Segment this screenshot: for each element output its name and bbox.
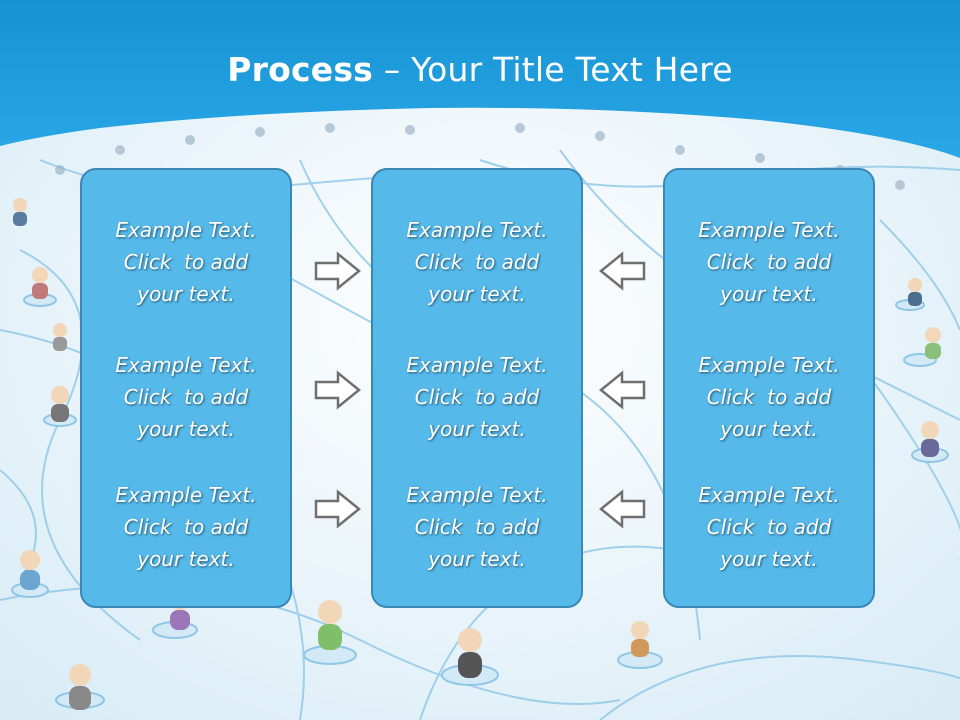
text-line: your text. <box>137 282 235 306</box>
text-line: Click to add <box>706 250 832 274</box>
text-line: your text. <box>720 282 818 306</box>
text-placeholder[interactable]: Example Text. Click to add your text. <box>665 479 873 575</box>
text-line: Example Text. <box>115 218 257 242</box>
text-line: Example Text. <box>698 353 840 377</box>
text-placeholder[interactable]: Example Text. Click to add your text. <box>373 349 581 445</box>
text-line: your text. <box>428 547 526 571</box>
text-line: your text. <box>720 547 818 571</box>
text-placeholder[interactable]: Example Text. Click to add your text. <box>82 479 290 575</box>
text-placeholder[interactable]: Example Text. Click to add your text. <box>82 214 290 310</box>
text-line: Example Text. <box>406 483 548 507</box>
process-box-1[interactable]: Example Text. Click to add your text. Ex… <box>80 168 292 608</box>
title-text: – Your Title Text Here <box>373 50 733 89</box>
text-line: your text. <box>720 417 818 441</box>
text-line: Click to add <box>123 250 249 274</box>
process-box-3[interactable]: Example Text. Click to add your text. Ex… <box>663 168 875 608</box>
text-line: Click to add <box>706 385 832 409</box>
text-line: your text. <box>137 417 235 441</box>
left-arrow-icon <box>599 370 646 410</box>
text-line: Example Text. <box>406 218 548 242</box>
text-placeholder[interactable]: Example Text. Click to add your text. <box>665 349 873 445</box>
text-line: your text. <box>428 417 526 441</box>
text-line: Example Text. <box>698 218 840 242</box>
left-arrow-icon <box>599 251 646 291</box>
text-line: your text. <box>428 282 526 306</box>
right-arrow-icon <box>314 489 361 529</box>
text-line: Example Text. <box>115 483 257 507</box>
text-placeholder[interactable]: Example Text. Click to add your text. <box>665 214 873 310</box>
text-line: Click to add <box>706 515 832 539</box>
text-line: Click to add <box>414 250 540 274</box>
process-box-2[interactable]: Example Text. Click to add your text. Ex… <box>371 168 583 608</box>
title-bold-text: Process <box>227 50 374 89</box>
text-line: your text. <box>137 547 235 571</box>
text-line: Example Text. <box>406 353 548 377</box>
text-placeholder[interactable]: Example Text. Click to add your text. <box>373 214 581 310</box>
slide-title[interactable]: Process – Your Title Text Here <box>0 50 960 89</box>
left-arrow-icon <box>599 489 646 529</box>
right-arrow-icon <box>314 251 361 291</box>
text-line: Click to add <box>123 515 249 539</box>
text-placeholder[interactable]: Example Text. Click to add your text. <box>82 349 290 445</box>
text-line: Click to add <box>414 385 540 409</box>
text-line: Click to add <box>123 385 249 409</box>
right-arrow-icon <box>314 370 361 410</box>
text-line: Example Text. <box>115 353 257 377</box>
text-line: Example Text. <box>698 483 840 507</box>
text-placeholder[interactable]: Example Text. Click to add your text. <box>373 479 581 575</box>
text-line: Click to add <box>414 515 540 539</box>
